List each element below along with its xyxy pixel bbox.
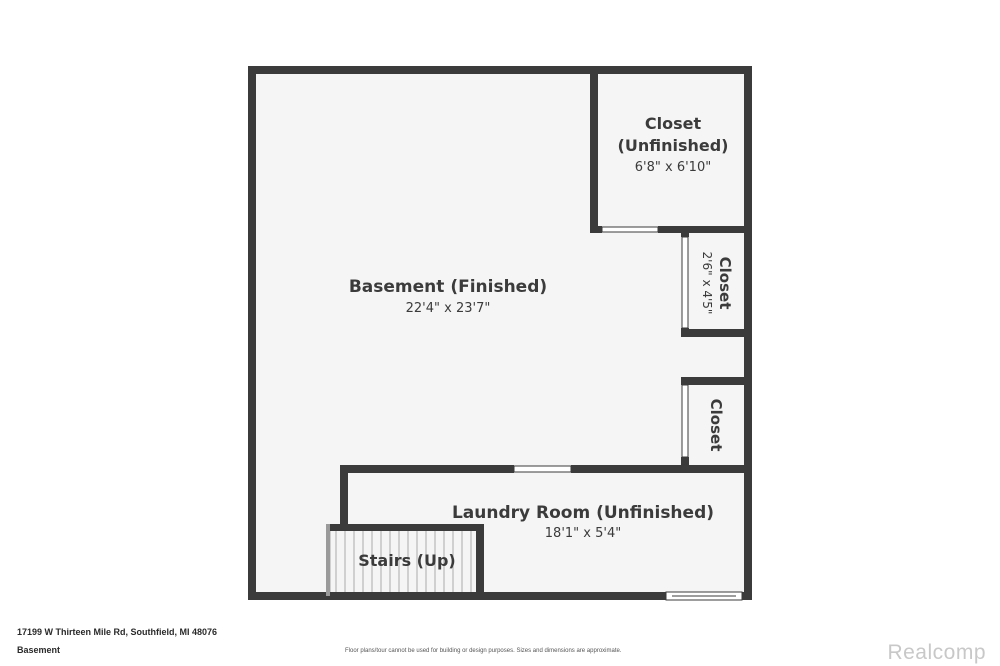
closet-mid-door [681,236,689,329]
closet-low-door [681,384,689,458]
laundry-dims: 18'1" x 5'4" [545,526,621,541]
closet-top-dims: 6'8" x 6'10" [635,160,711,175]
closet-top-name-2: (Unfinished) [618,136,729,155]
stairs [326,524,484,596]
basement-name: Basement (Finished) [349,277,547,297]
stairs-name: Stairs (Up) [358,551,456,570]
basement-dims: 22'4" x 23'7" [406,301,491,316]
floor-area [252,70,748,596]
closet-low-walls [681,377,748,472]
floor-label: Basement [17,645,61,655]
closet-low-name: Closet [707,399,725,452]
laundry-name: Laundry Room (Unfinished) [452,503,714,523]
closet-mid-dims: 2'6" x 4'5" [700,252,714,315]
brand-watermark: Realcomp [887,641,986,664]
closet-top-door [601,226,659,233]
closet-top-name-1: Closet [645,114,702,133]
window [665,591,743,601]
closet-mid-name: Closet [716,257,734,310]
disclaimer-text: Floor plans/tour cannot be used for buil… [345,648,622,654]
laundry-door [513,465,572,473]
closet-mid-walls [681,233,748,337]
property-address: 17199 W Thirteen Mile Rd, Southfield, MI… [17,627,218,637]
closet-top-walls [590,70,748,233]
laundry-walls [340,465,748,527]
